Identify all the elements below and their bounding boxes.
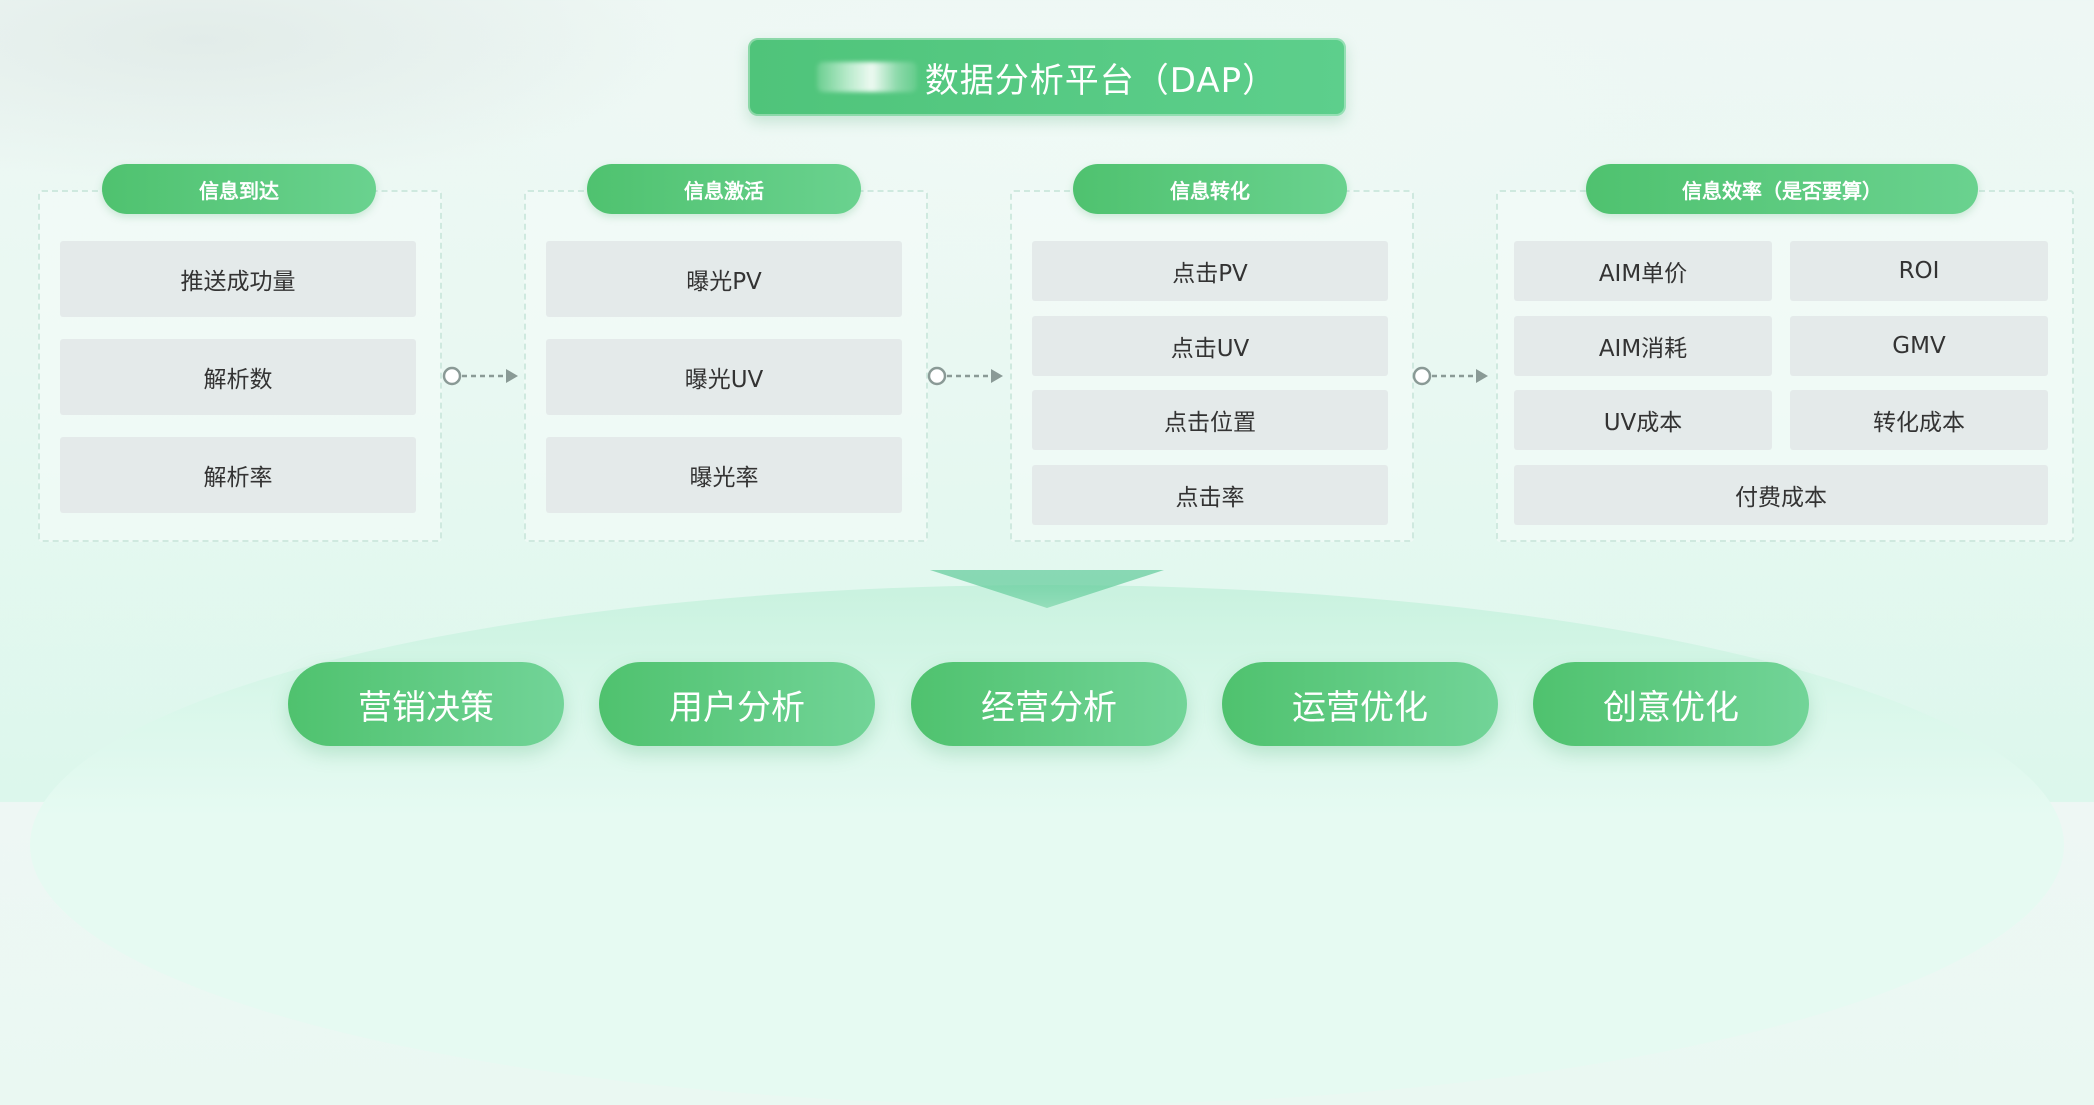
metric-card: 曝光率 — [546, 437, 902, 513]
metric-card: 解析率 — [60, 437, 416, 513]
application-pill-creative-optimization: 创意优化 — [1533, 662, 1809, 746]
stage-title-efficiency: 信息效率（是否要算） — [1586, 164, 1978, 214]
metric-card: 点击率 — [1032, 465, 1388, 525]
stage-title-reach: 信息到达 — [102, 164, 376, 214]
metric-card: 点击位置 — [1032, 390, 1388, 450]
flow-arrow-icon — [1412, 366, 1488, 386]
metric-card: 点击PV — [1032, 241, 1388, 301]
blurred-logo-icon — [816, 62, 917, 92]
application-pill-operation-optimization: 运营优化 — [1222, 662, 1498, 746]
stage-title-activation: 信息激活 — [587, 164, 861, 214]
platform-title-box: 数据分析平台（DAP） — [748, 38, 1346, 116]
metric-card: 解析数 — [60, 339, 416, 415]
application-pill-marketing-decision: 营销决策 — [288, 662, 564, 746]
platform-title: 数据分析平台（DAP） — [924, 60, 1278, 101]
application-pill-user-analysis: 用户分析 — [599, 662, 875, 746]
application-pill-business-analysis: 经营分析 — [911, 662, 1187, 746]
metric-card: ROI — [1790, 241, 2048, 301]
metric-card: 推送成功量 — [60, 241, 416, 317]
metric-card: 曝光UV — [546, 339, 902, 415]
metric-card: 付费成本 — [1514, 465, 2048, 525]
metric-card: 点击UV — [1032, 316, 1388, 376]
metric-card: AIM单价 — [1514, 241, 1772, 301]
flow-arrow-icon — [442, 366, 518, 386]
down-pointer-icon — [930, 570, 1164, 608]
metric-card: AIM消耗 — [1514, 316, 1772, 376]
metric-card: UV成本 — [1514, 390, 1772, 450]
metric-card: GMV — [1790, 316, 2048, 376]
flow-arrow-icon — [927, 366, 1003, 386]
stage-title-conversion: 信息转化 — [1073, 164, 1347, 214]
metric-card: 转化成本 — [1790, 390, 2048, 450]
metric-card: 曝光PV — [546, 241, 902, 317]
